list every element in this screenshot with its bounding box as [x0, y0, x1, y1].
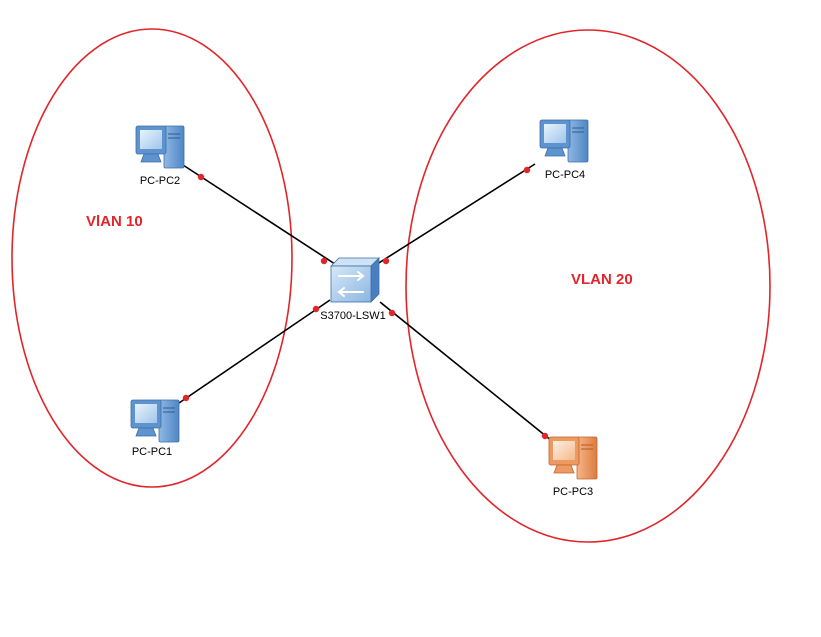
port-dot	[541, 432, 549, 440]
port-dot	[382, 257, 390, 265]
pc-icon[interactable]	[539, 119, 589, 163]
pc-icon[interactable]	[548, 436, 598, 480]
zone-label-vlan10: VlAN 10	[86, 213, 143, 230]
port-dots	[182, 166, 549, 440]
node-label-sw1: S3700-LSW1	[320, 310, 386, 322]
pc-icon[interactable]	[130, 399, 180, 443]
port-dot	[312, 305, 320, 313]
vlan20-zone	[405, 29, 771, 543]
port-dot	[523, 166, 531, 174]
node-label-pc2: PC-PC2	[139, 175, 181, 187]
zone-label-vlan20: VLAN 20	[571, 271, 633, 288]
port-dot	[320, 257, 328, 265]
link-pc4-sw1	[373, 163, 536, 267]
port-dot	[197, 173, 205, 181]
node-label-pc1: PC-PC1	[131, 446, 173, 458]
port-dot	[182, 394, 190, 402]
port-dot	[388, 309, 396, 317]
node-label-pc4: PC-PC4	[544, 169, 586, 181]
link-pc1-sw1	[178, 299, 331, 404]
switch-icon[interactable]	[330, 257, 380, 303]
link-pc3-sw1	[379, 301, 553, 442]
pc-icon[interactable]	[135, 125, 185, 169]
vlan10-zone	[11, 28, 293, 488]
link-pc2-sw1	[182, 164, 339, 267]
node-label-pc3: PC-PC3	[552, 486, 594, 498]
